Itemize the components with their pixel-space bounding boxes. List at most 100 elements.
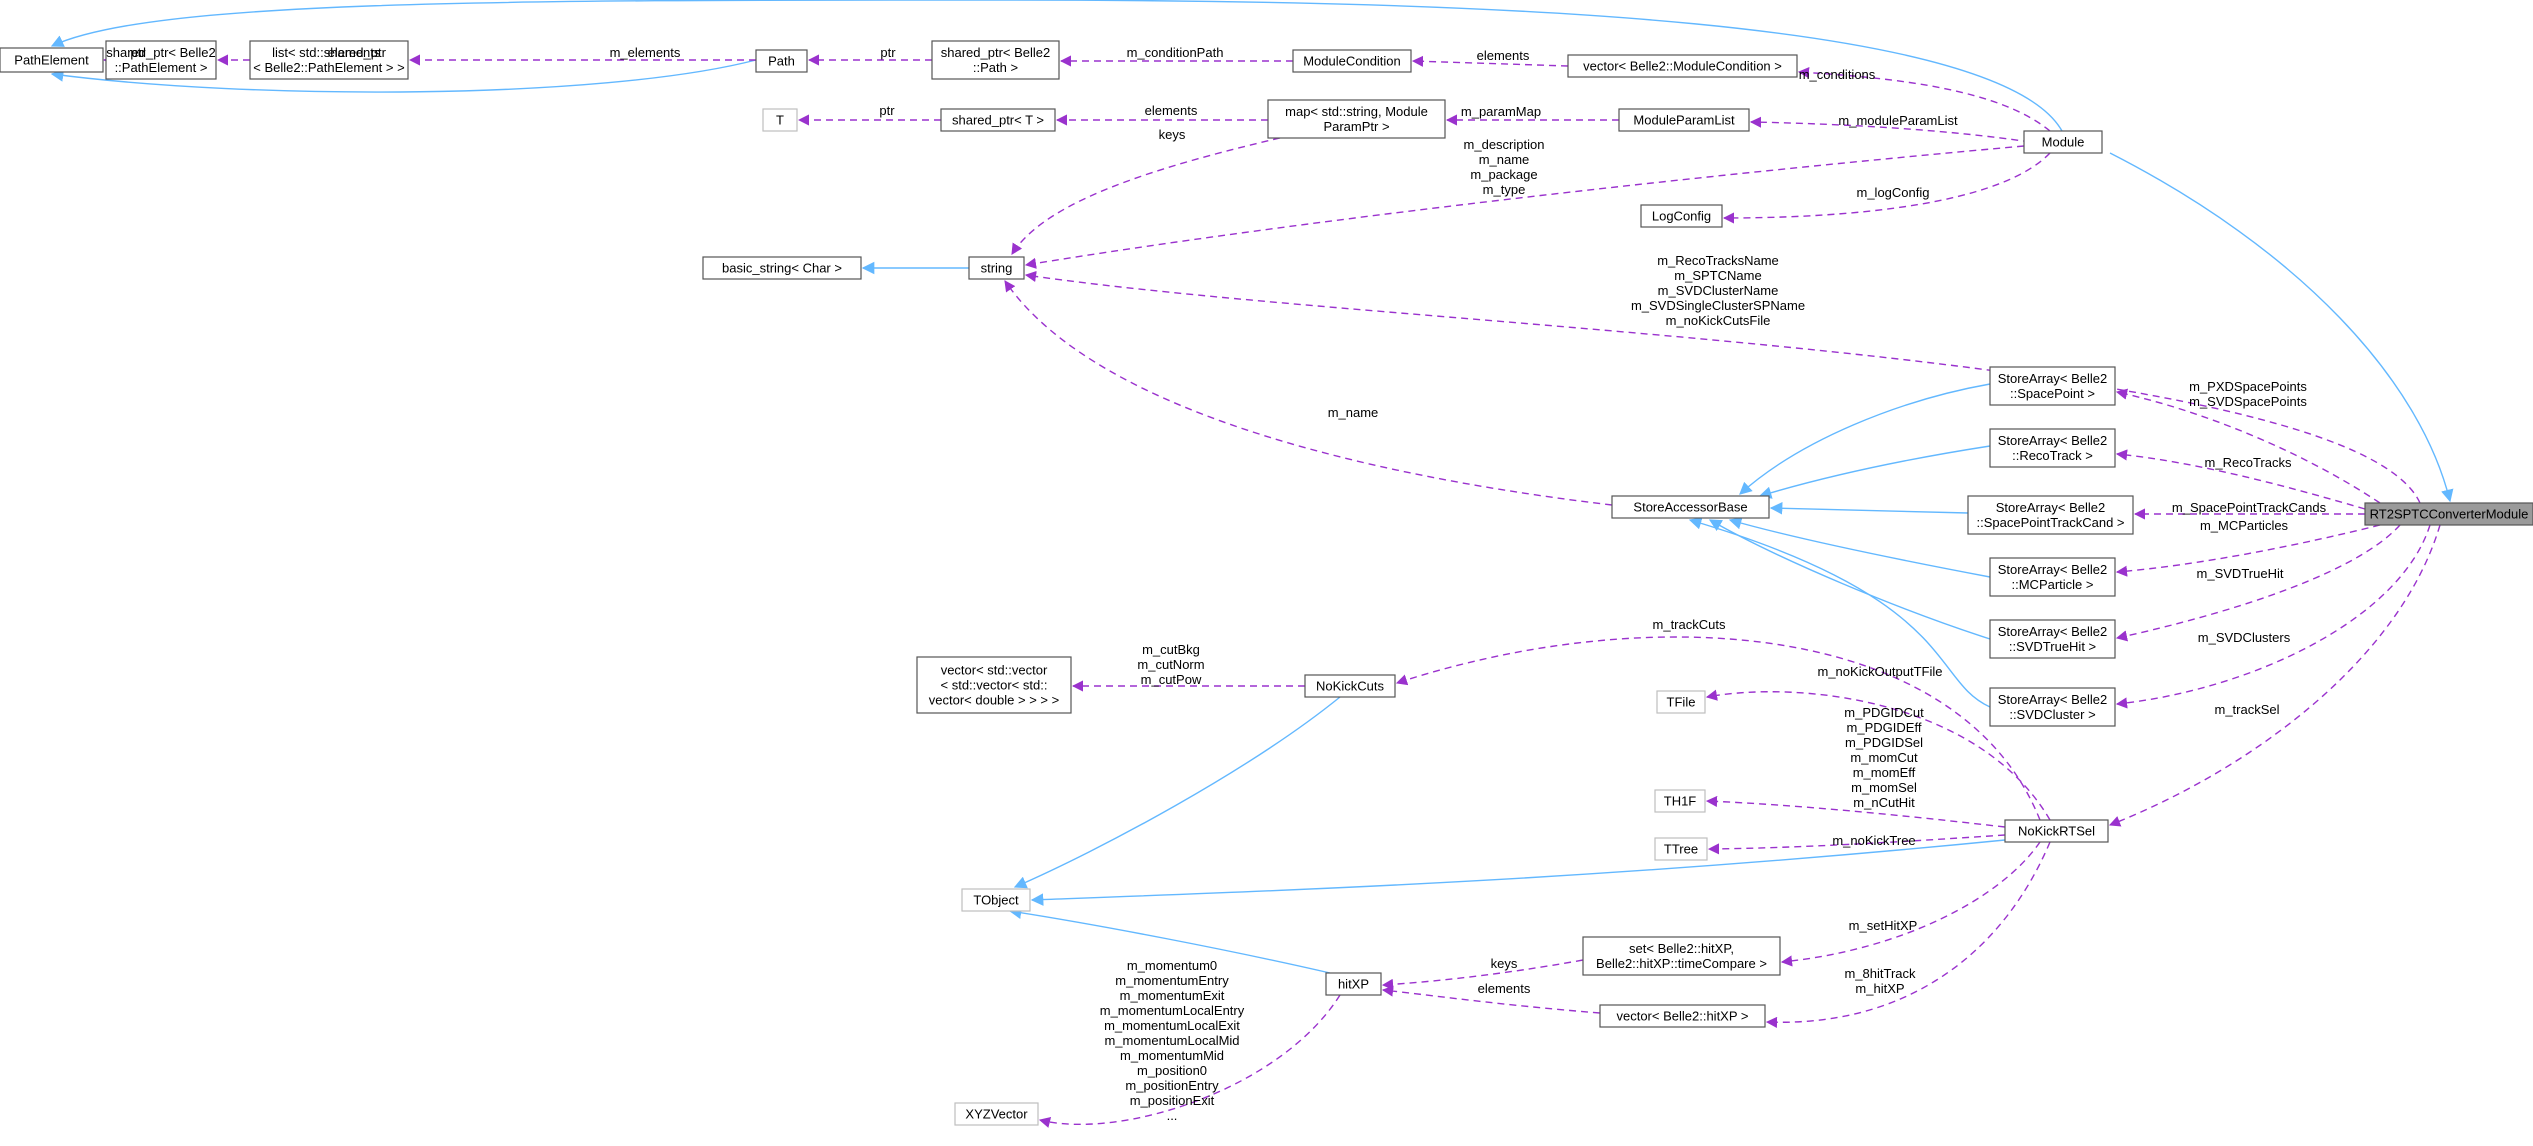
node-label: ::RecoTrack > <box>2012 448 2093 463</box>
edges-layer <box>50 0 2454 1128</box>
node-store-array-space-point[interactable]: StoreArray< Belle2::SpacePoint > <box>1989 366 2116 406</box>
node-label: vector< Belle2::hitXP > <box>1616 1009 1748 1024</box>
node-tfile[interactable]: TFile <box>1656 690 1706 714</box>
edge-label-line: ptr <box>880 45 896 60</box>
edge-label-line: m_conditionPath <box>1127 45 1224 60</box>
node-store-accessor-base[interactable]: StoreAccessorBase <box>1611 495 1770 519</box>
edge-label-line: m_noKickTree <box>1832 833 1915 848</box>
node-label: StoreArray< Belle2 <box>1998 562 2107 577</box>
node-path[interactable]: Path <box>755 49 808 73</box>
node-store-array-sptc[interactable]: StoreArray< Belle2::SpacePointTrackCand … <box>1967 495 2134 535</box>
edge-label-line: m_trackCuts <box>1653 617 1726 632</box>
inherit-reco-track-base <box>1758 445 1991 499</box>
inherit-space-point-base <box>1739 383 1991 495</box>
node-xyz-vector[interactable]: XYZVector <box>954 1102 1039 1126</box>
edge-label-line: m_SVDClusters <box>2198 630 2291 645</box>
edge-m-name <box>1004 280 1613 506</box>
node-ttree[interactable]: TTree <box>1654 837 1708 861</box>
edge-label-m-name: m_name <box>1328 405 1379 420</box>
edge-label-line: m_setHitXP <box>1849 918 1918 933</box>
edge-label-m-svd-clusters: m_SVDClusters <box>2198 630 2291 645</box>
node-basic-string[interactable]: basic_string< Char > <box>702 256 862 280</box>
node-module-condition[interactable]: ModuleCondition <box>1292 49 1412 73</box>
node-no-kick-cuts[interactable]: NoKickCuts <box>1304 674 1396 698</box>
node-vector-hit-xp[interactable]: vector< Belle2::hitXP > <box>1599 1004 1766 1028</box>
node-label: vector< Belle2::ModuleCondition > <box>1583 59 1782 74</box>
node-vector-module-condition[interactable]: vector< Belle2::ModuleCondition > <box>1567 54 1798 78</box>
edge-label-line: m_logConfig <box>1857 185 1930 200</box>
node-label: StoreArray< Belle2 <box>1996 500 2105 515</box>
node-store-array-svd-true-hit[interactable]: StoreArray< Belle2::SVDTrueHit > <box>1989 619 2116 659</box>
inherit-sptc-base <box>1769 501 1969 515</box>
node-label: < Belle2::PathElement > > <box>253 60 404 75</box>
edge-label-line: m_noKickCutsFile <box>1666 313 1771 328</box>
node-th1f[interactable]: TH1F <box>1654 789 1706 813</box>
inherit-svd-true-hit-base <box>1708 519 1991 640</box>
node-store-array-mc-particle[interactable]: StoreArray< Belle2::MCParticle > <box>1989 557 2116 597</box>
edge-histograms <box>1705 795 2006 828</box>
node-label: shared_ptr< Belle2 <box>941 45 1051 60</box>
node-log-config[interactable]: LogConfig <box>1640 204 1723 228</box>
edge-label-line: m_hitXP <box>1855 981 1904 996</box>
edge-label-m-track-cuts: m_trackCuts <box>1653 617 1726 632</box>
node-hit-xp[interactable]: hitXP <box>1325 972 1382 996</box>
edge-label-line: m_PDGIDEff <box>1847 720 1922 735</box>
node-shared-ptr-path[interactable]: shared_ptr< Belle2::Path > <box>931 40 1060 80</box>
node-store-array-svd-cluster[interactable]: StoreArray< Belle2::SVDCluster > <box>1989 687 2116 727</box>
node-label: TObject <box>973 893 1019 908</box>
edge-label-line: m_conditions <box>1799 67 1876 82</box>
node-box <box>1304 674 1396 698</box>
node-label: shared_ptr< Belle2 <box>106 45 216 60</box>
node-box <box>1967 495 2134 535</box>
node-label: NoKickCuts <box>1316 679 1384 694</box>
node-module[interactable]: Module <box>2023 130 2103 154</box>
inherit-svd-cluster-base <box>1688 517 1991 708</box>
node-path-element[interactable]: PathElement <box>0 47 104 73</box>
node-rt2sptc[interactable]: RT2SPTCConverterModule <box>2364 502 2533 526</box>
node-module-param-list[interactable]: ModuleParamList <box>1618 108 1750 132</box>
node-box <box>0 47 104 73</box>
edge-hit-track <box>1765 841 2051 1028</box>
node-no-kick-rt-sel[interactable]: NoKickRTSel <box>2004 819 2109 843</box>
node-box <box>249 40 409 80</box>
node-shared-ptr-t[interactable]: shared_ptr< T > <box>940 108 1056 132</box>
edge-label-line: m_momentum0 <box>1127 958 1217 973</box>
node-box <box>954 1102 1039 1126</box>
edge-label-line: m_momSel <box>1851 780 1917 795</box>
edge-label-m-track-sel: m_trackSel <box>2214 702 2279 717</box>
edge-label-line: m_cutPow <box>1141 672 1202 687</box>
node-box <box>1325 972 1382 996</box>
node-tobject[interactable]: TObject <box>961 888 1031 912</box>
edge-label-m-no-kick-output: m_noKickOutputTFile <box>1818 664 1943 679</box>
node-set-hit-xp[interactable]: set< Belle2::hitXP,Belle2::hitXP::timeCo… <box>1582 936 1781 976</box>
edge-label-line: m_momentumEntry <box>1115 973 1229 988</box>
node-string[interactable]: string <box>968 256 1025 280</box>
edge-label-line: m_RecoTracks <box>2205 455 2292 470</box>
edge-label-line: m_momEff <box>1853 765 1916 780</box>
edge-label-line: m_positionExit <box>1130 1093 1215 1108</box>
node-box <box>916 656 1072 714</box>
edge-label-line: m_name <box>1328 405 1379 420</box>
node-t[interactable]: T <box>762 108 798 132</box>
edge-label-line: m_SPTCName <box>1674 268 1761 283</box>
edge-m-track-cuts <box>1395 636 2041 821</box>
node-shared-ptr-path-element[interactable]: shared_ptr< Belle2::PathElement > <box>105 40 217 80</box>
node-store-array-reco-track[interactable]: StoreArray< Belle2::RecoTrack > <box>1989 428 2116 468</box>
edge-label-line: m_package <box>1470 167 1537 182</box>
edge-label-line: m_paramMap <box>1461 104 1541 119</box>
edge-m-reco-tracks <box>2115 449 2366 510</box>
node-box <box>1618 108 1750 132</box>
edge-label-m-condition-path: m_conditionPath <box>1127 45 1224 60</box>
node-label: StoreAccessorBase <box>1633 500 1747 515</box>
node-vector-vector-double[interactable]: vector< std::vector< std::vector< std::v… <box>916 656 1072 714</box>
node-list-shared-ptr[interactable]: list< std::shared_ptr< Belle2::PathEleme… <box>249 40 409 80</box>
edge-m-svd-clusters <box>2115 524 2431 709</box>
edge-label-line: m_PDGIDSel <box>1845 735 1923 750</box>
node-box <box>2004 819 2109 843</box>
node-label: TFile <box>1667 695 1696 710</box>
edge-label-line: m_momentumExit <box>1120 988 1225 1003</box>
edge-label-m-sptc: m_SpacePointTrackCands <box>2172 500 2327 515</box>
